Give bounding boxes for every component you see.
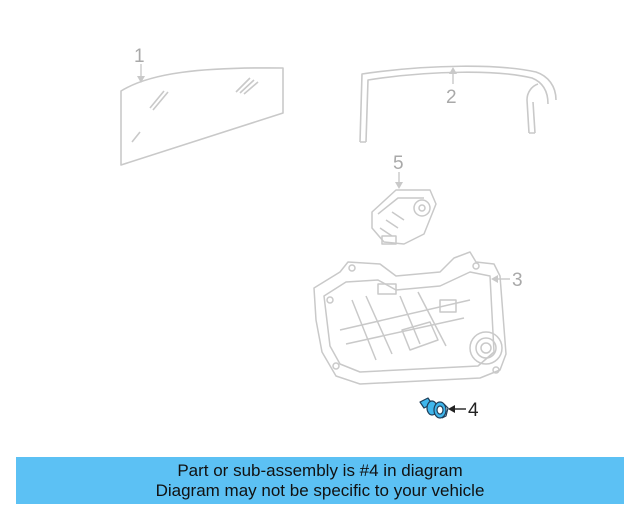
- window-regulator-panel-part: [313, 251, 507, 385]
- callout-3-label: 3: [512, 270, 523, 291]
- callout-2: 2: [446, 67, 457, 108]
- callout-5-label: 5: [393, 153, 404, 174]
- callout-4: 4: [448, 400, 479, 421]
- door-glass-part: [120, 67, 284, 166]
- callout-1: 1: [134, 46, 145, 83]
- banner-line-disclaimer: Diagram may not be specific to your vehi…: [155, 481, 485, 500]
- fastener-clip-part: [419, 397, 449, 419]
- diagram-notice-banner: Part or sub-assembly is #4 in diagram Di…: [16, 457, 624, 504]
- glass-run-channel-part: [359, 65, 557, 143]
- window-motor-part: [371, 189, 437, 245]
- callout-1-label: 1: [134, 46, 145, 67]
- banner-line-part-number: Part or sub-assembly is #4 in diagram: [177, 461, 463, 480]
- callout-2-label: 2: [446, 87, 457, 108]
- callout-5: 5: [393, 153, 404, 189]
- parts-diagram: 1 2 5: [120, 46, 557, 421]
- callout-4-label: 4: [468, 400, 479, 421]
- callout-3: 3: [491, 270, 523, 291]
